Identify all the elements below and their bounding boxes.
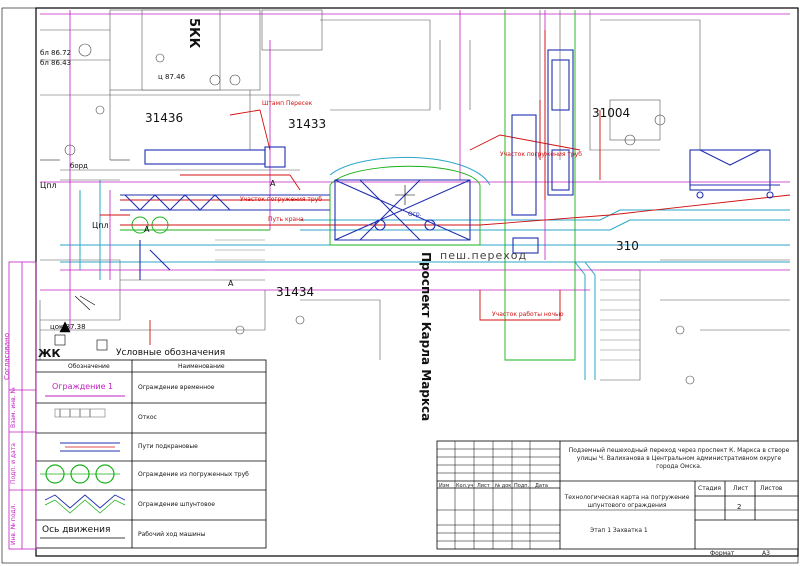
mark-86-43: бл 86.43 (40, 59, 72, 67)
street-name: Проспект Карла Маркса (419, 252, 433, 422)
block-31436-label: 31436 (145, 111, 184, 125)
format-label: Формат (710, 550, 735, 557)
legend-row-1-name: Ограждение временное (138, 384, 215, 391)
construction-grid (40, 10, 790, 330)
label-cpl: Цпл (40, 181, 57, 190)
stage-header: Стадия (698, 485, 722, 492)
legend-col-symbol: Обозначение (68, 363, 110, 370)
header-kol: Кол.уч (456, 483, 474, 489)
header-list: Лист (477, 483, 490, 489)
block-31004-label: 31004 (592, 106, 631, 120)
title-block (436, 440, 799, 550)
red-lines (100, 30, 791, 345)
legend-row-6-name: Рабочий ход машины (138, 531, 206, 538)
callout-shield: Штамп Пересек (262, 100, 313, 107)
callout-crane-path: Путь крана (268, 216, 304, 223)
title-stage-label: Этап 1 Захватка 1 (590, 527, 648, 534)
label-cpl-2: Цпл (92, 221, 109, 230)
legend-title: Условные обозначения (116, 348, 226, 358)
label-ogr: Огр. (408, 211, 422, 218)
block-310-label: 310 (616, 239, 639, 253)
legend-row-5-name: Ограждение шпунтовое (138, 501, 215, 508)
callout-work-area: Участок работы ночью (492, 311, 564, 318)
legend-table (35, 359, 267, 549)
stamp-inv-original: Инв. № подл. (10, 503, 17, 545)
callout-pipe-loading: Участок погружения труб (240, 196, 322, 203)
stamp-replace-inv: Взам. инв. № (10, 387, 17, 428)
header-sign: Подп. (514, 483, 530, 489)
label-bord: борд (70, 162, 88, 170)
legend-col-name: Наименование (178, 363, 225, 370)
sheet-header: Лист (733, 485, 749, 492)
label-zk: ЖК (38, 347, 61, 360)
title-drawing: Технологическая карта на погружение шпун… (564, 494, 690, 509)
header-date: Дата (535, 483, 548, 489)
legend-row-3-name: Пути подкрановые (138, 443, 198, 450)
header-doc: № док (495, 483, 512, 489)
mark-87-38: цок 87.38 (50, 323, 86, 331)
label-a-2: А (144, 225, 150, 234)
format-value: А3 (762, 550, 770, 557)
legend-row-4-name: Ограждение из погруженных труб (138, 471, 249, 478)
block-5kk-label: 5КК (186, 18, 201, 49)
crane-equipment (120, 49, 780, 280)
title-project: Подземный пешеходный переход через просп… (568, 447, 790, 470)
callout-sheet-loading: Участок погружения труб (500, 151, 582, 158)
legend-row-2-name: Откос (138, 414, 157, 421)
block-31434-label: 31434 (276, 285, 315, 299)
legend-row-6-symbol: Ось движения (42, 525, 111, 535)
legend-row-1-symbol: Ограждение 1 (52, 382, 114, 391)
site-plan-background (39, 9, 790, 381)
block-31433-label: 31433 (288, 117, 327, 131)
sheet-number: 2 (737, 503, 742, 511)
sheets-header: Листов (760, 485, 783, 492)
stamp-sign-date: Подп. и дата (10, 443, 17, 484)
label-a-1: А (270, 179, 276, 188)
underground-crossing-label: пеш.переход (440, 249, 528, 262)
header-izm: Изм (439, 483, 450, 489)
mark-87-46: ц 87.46 (158, 73, 186, 81)
stamp-agreed: Согласовано (3, 332, 11, 380)
label-a-3: А (228, 279, 234, 288)
mark-86-72: бл 86.72 (40, 49, 72, 57)
side-stamp (8, 261, 37, 550)
